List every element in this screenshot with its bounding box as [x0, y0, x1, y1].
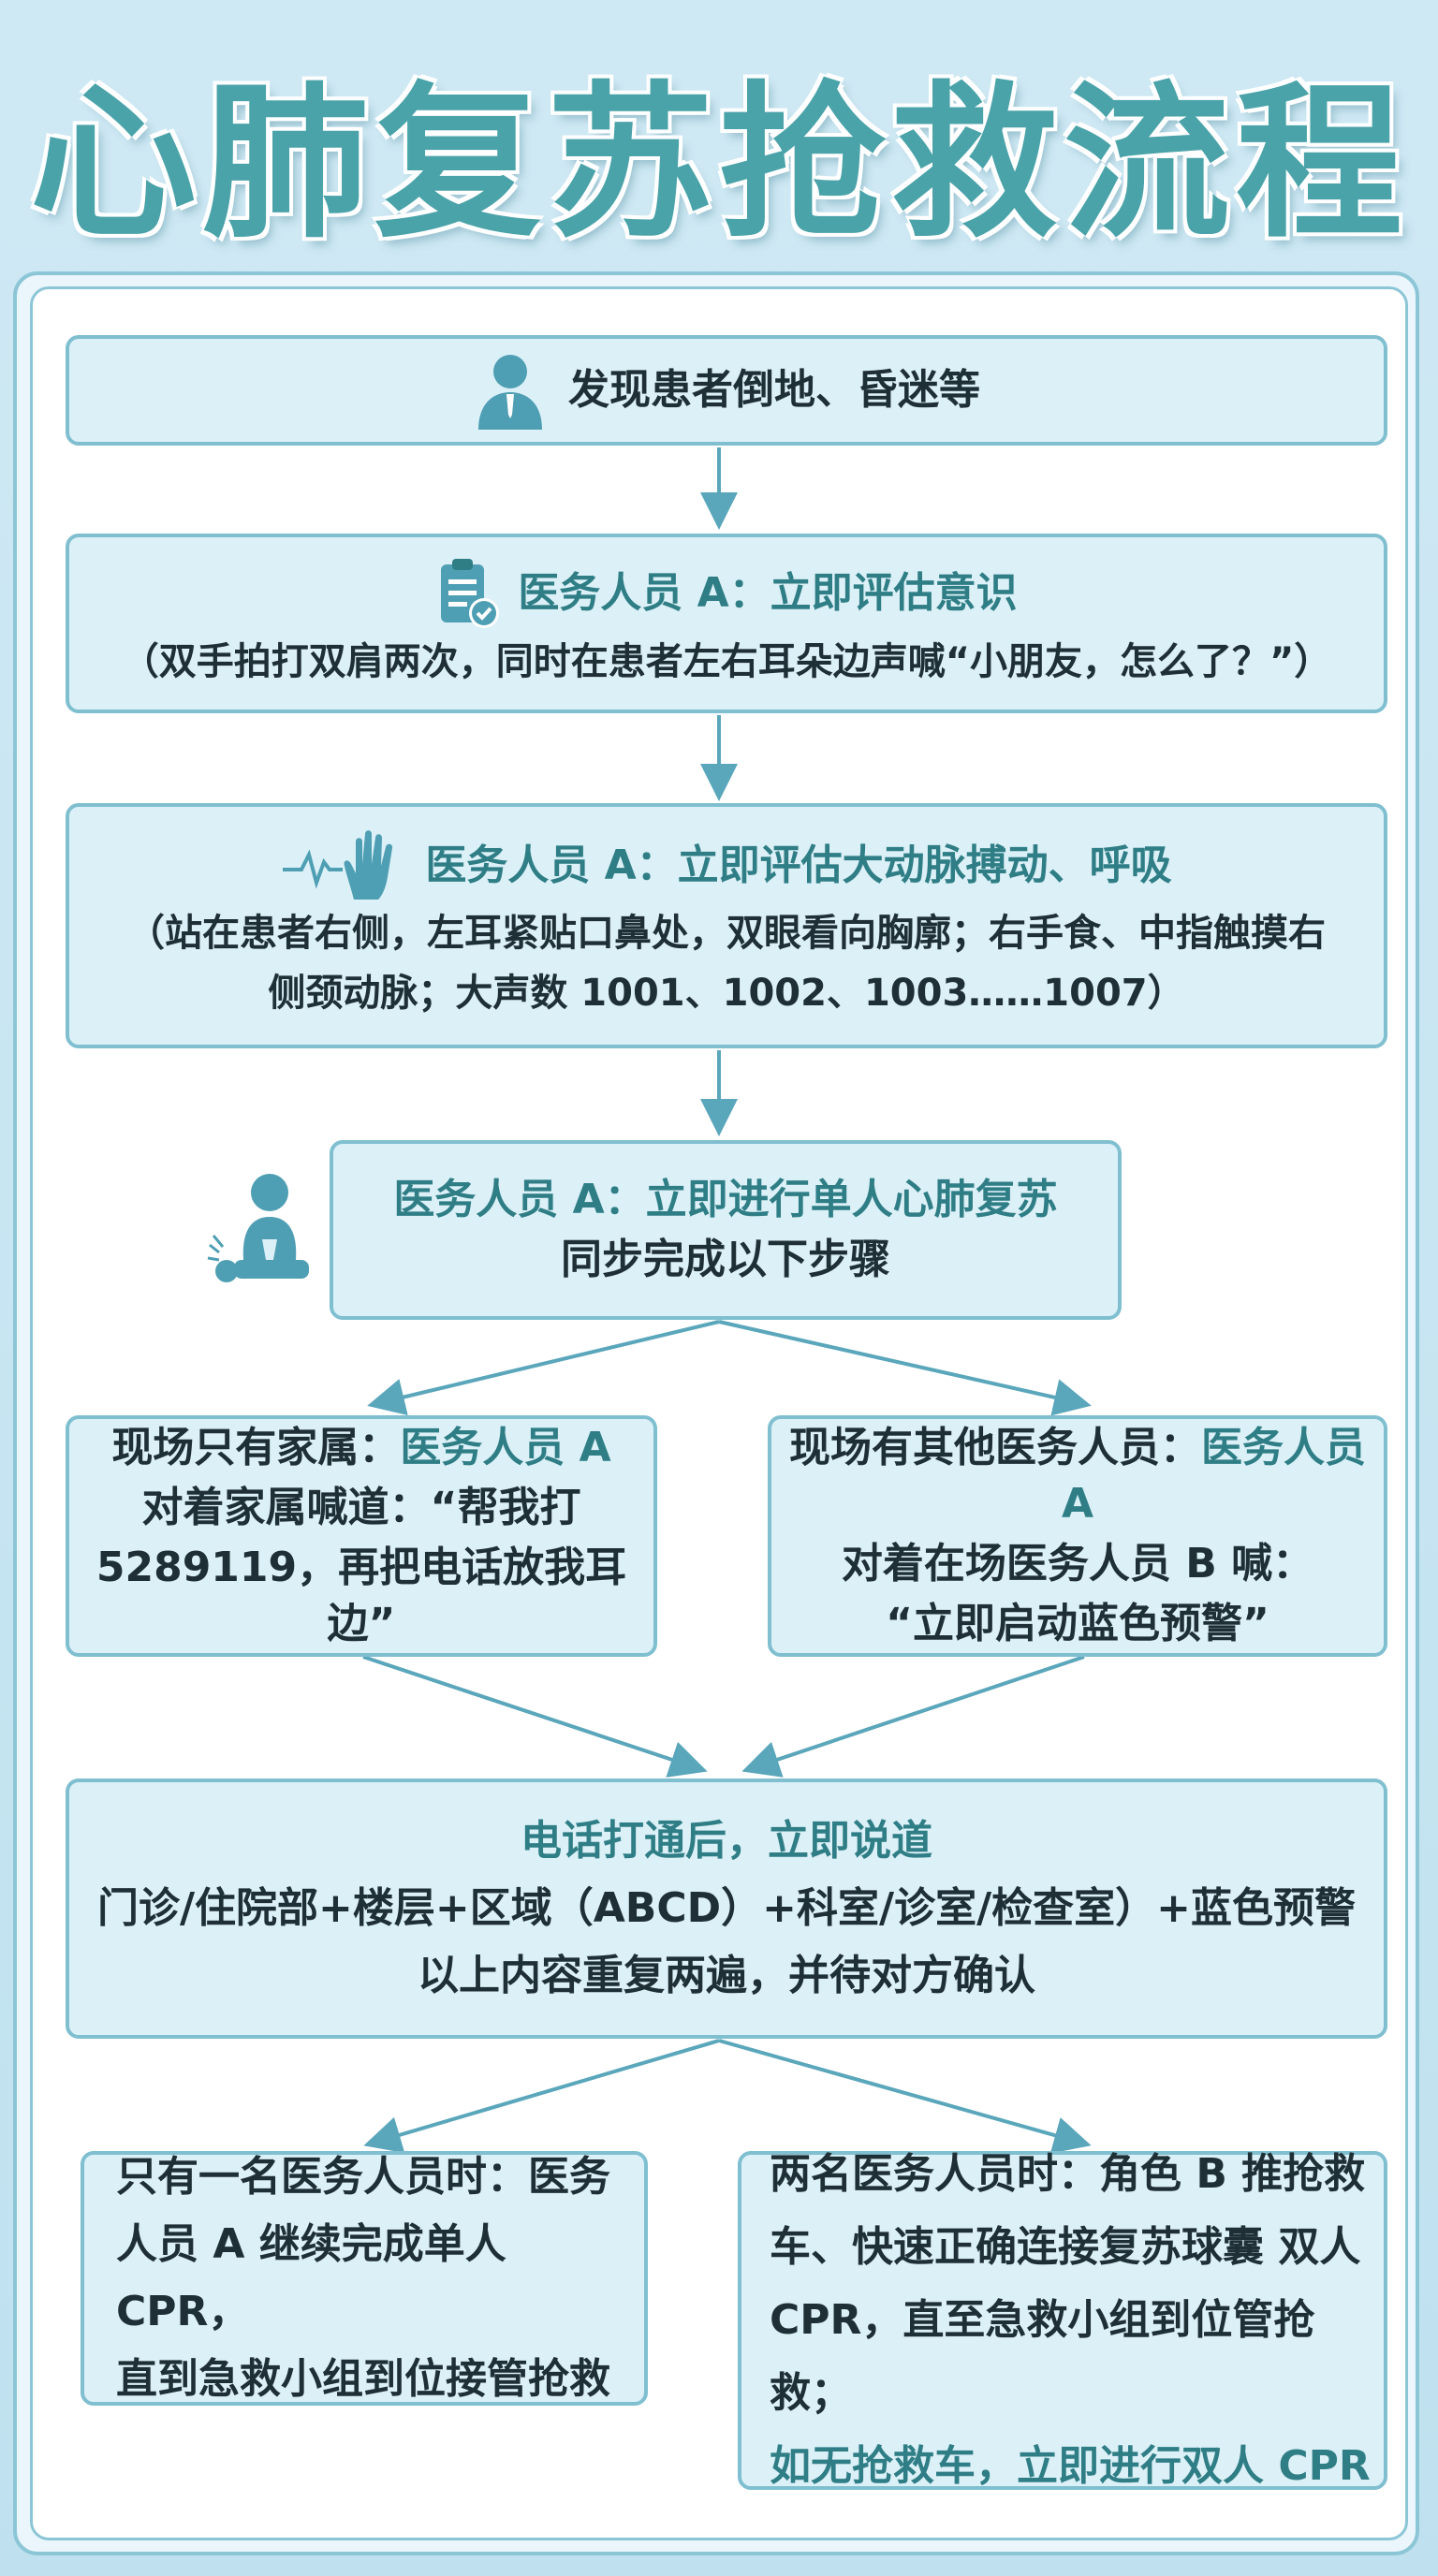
step2-title: 医务人员 A：立即评估意识 — [518, 569, 1018, 617]
final-right-box: 两名医务人员时：角色 B 推抢救 车、快速正确连接复苏球囊 双人 CPR，直至急… — [738, 2150, 1387, 2490]
person-icon — [478, 355, 542, 430]
step2-box: 医务人员 A：立即评估意识 （双手拍打双肩两次，同时在患者左右耳朵边声喊“小朋友… — [66, 534, 1387, 713]
step1-text: 发现患者倒地、昏迷等 — [568, 366, 980, 414]
branch-right-prefix: 现场有其他医务人员： — [789, 1424, 1201, 1471]
cpr-icon — [207, 1174, 309, 1282]
step3-detail-line2: 侧颈动脉；大声数 1001、1002、1003……1007） — [268, 972, 1185, 1015]
page-title: 心肺复苏抢救流程图 — [30, 66, 1408, 476]
step2-detail: （双手拍打双肩两次，同时在患者左右耳朵边声喊“小朋友，怎么了？”） — [121, 640, 1332, 683]
step4-subtitle: 同步完成以下步骤 — [561, 1236, 890, 1283]
branch-right-line2: 对着在场医务人员 B 喊： — [841, 1540, 1314, 1588]
step4-title: 医务人员 A：立即进行单人心肺复苏 — [393, 1176, 1058, 1223]
step5-line3: 以上内容重复两遍，并待对方确认 — [418, 1952, 1035, 1999]
step4-box: 医务人员 A：立即进行单人心肺复苏 同步完成以下步骤 — [330, 1140, 1122, 1320]
final-right-line3: CPR，直至急救小组到位管抢救； — [770, 2296, 1315, 2417]
branch-left-prefix: 现场只有家属： — [111, 1424, 401, 1471]
step3-box: 医务人员 A：立即评估大动脉搏动、呼吸 （站在患者右侧，左耳紧贴口鼻处，双眼看向… — [66, 803, 1387, 1048]
final-left-box: 只有一名医务人员时：医务 人员 A 继续完成单人 CPR， 直到急救小组到位接管… — [81, 2151, 648, 2406]
branch-right-highlight: 医务人员 A — [1061, 1424, 1366, 1528]
step1-box: 发现患者倒地、昏迷等 — [66, 335, 1387, 446]
final-left-line1: 只有一名医务人员时：医务 — [116, 2153, 610, 2201]
final-left-line3: 直到急救小组到位接管抢救 — [116, 2355, 610, 2403]
pulse-hand-icon — [283, 830, 393, 900]
final-right-line4: 如无抢救车，立即进行双人 CPR — [770, 2442, 1371, 2490]
final-left-line2: 人员 A 继续完成单人 CPR， — [116, 2220, 506, 2335]
step5-title: 电话打通后，立即说道 — [521, 1817, 932, 1865]
branch-left-line2: 对着家属喊道：“帮我打 — [141, 1484, 581, 1531]
branch-left-highlight: 医务人员 A — [400, 1424, 611, 1471]
clipboard-check-icon — [441, 559, 500, 628]
final-right-line2: 车、快速正确连接复苏球囊 双人 — [770, 2223, 1361, 2271]
final-right-line1: 两名医务人员时：角色 B 推抢救 — [770, 2150, 1366, 2198]
step5-box: 电话打通后，立即说道 门诊/住院部+楼层+区域（ABCD）+科室/诊室/检查室）… — [66, 1778, 1387, 2039]
step3-detail-line1: （站在患者右侧，左耳紧贴口鼻处，双眼看向胸廓；右手食、中指触摸右 — [127, 912, 1326, 955]
branch-right-box: 现场有其他医务人员：医务人员 A 对着在场医务人员 B 喊： “立即启动蓝色预警… — [768, 1415, 1387, 1657]
branch-right-line1: 现场有其他医务人员：医务人员 A — [771, 1420, 1384, 1532]
branch-right-line3: “立即启动蓝色预警” — [886, 1600, 1269, 1647]
step3-title: 医务人员 A：立即评估大动脉搏动、呼吸 — [425, 842, 1172, 889]
step5-line2: 门诊/住院部+楼层+区域（ABCD）+科室/诊室/检查室）+蓝色预警 — [96, 1884, 1357, 1932]
branch-left-line3: 5289119，再把电话放我耳边” — [95, 1544, 627, 1647]
branch-left-line1: 现场只有家属：医务人员 A — [111, 1420, 610, 1476]
branch-left-box: 现场只有家属：医务人员 A 对着家属喊道：“帮我打 5289119，再把电话放我… — [66, 1415, 657, 1657]
